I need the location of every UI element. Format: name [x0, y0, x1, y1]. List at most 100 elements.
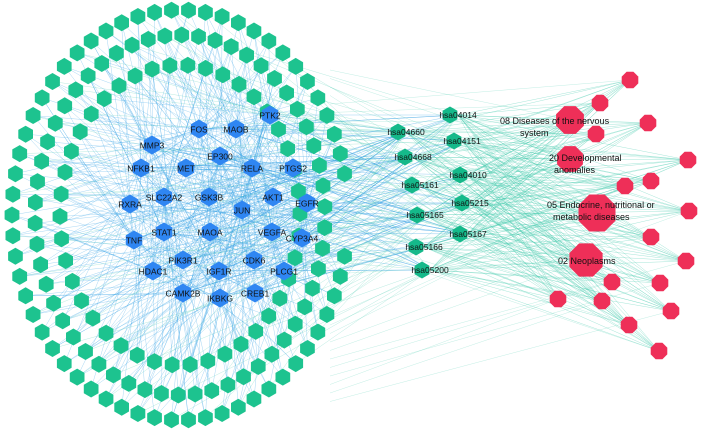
compound-pathway-edge — [271, 140, 463, 355]
pathway-disease-edge — [457, 102, 601, 116]
compound-target-edge — [198, 96, 255, 130]
target-pathway-edge — [253, 202, 471, 261]
target-label-met: MET — [177, 164, 195, 174]
target-pathway-edge — [269, 114, 407, 133]
pathway-disease-edge — [419, 184, 587, 261]
compound-target-edge — [163, 231, 206, 418]
compound-target-edge — [71, 128, 200, 152]
compound-pathway-edge — [295, 114, 459, 325]
compound-target-edge — [77, 52, 271, 116]
target-node-ikbkg — [211, 288, 229, 308]
target-pathway-edge — [208, 156, 414, 198]
compound-node — [140, 30, 156, 48]
compound-target-edge — [32, 167, 294, 315]
compound-node — [182, 356, 198, 373]
disease-node — [662, 302, 680, 320]
compound-target-edge — [33, 115, 294, 169]
compound-target-edge — [15, 114, 271, 174]
pathway-disease-edge — [424, 185, 626, 216]
pathway-disease-edge — [429, 269, 661, 284]
pathway-disease-edge — [467, 210, 690, 235]
pathway-disease-edge — [419, 184, 652, 238]
target-label-tnf: TNF — [126, 236, 143, 246]
target-pathway-edge — [185, 114, 459, 169]
compound-node — [288, 57, 304, 75]
compound-target-edge — [47, 141, 221, 157]
pathway-disease-edge — [457, 114, 630, 326]
compound-target-edge — [105, 30, 131, 205]
compound-target-edge — [219, 65, 262, 157]
compound-target-edge — [137, 196, 274, 414]
pathway-disease-edge — [467, 174, 559, 300]
compound-node — [271, 120, 286, 138]
pathway-disease-edge — [412, 156, 571, 160]
pathway-disease-edge — [429, 210, 690, 271]
pathway-disease-edge — [419, 184, 603, 302]
compound-node — [207, 31, 223, 49]
compound-node — [12, 267, 28, 285]
compound-target-edge — [59, 202, 308, 217]
pathway-label-hsa05161: hsa05161 — [401, 180, 439, 190]
pathway-disease-edge — [423, 246, 687, 262]
compound-target-edge — [161, 292, 184, 394]
compound-target-edge — [131, 44, 273, 233]
pathway-disease-edge — [329, 122, 649, 300]
compound-pathway-edge — [19, 140, 463, 154]
pathway-disease-edge — [405, 131, 603, 302]
target-pathway-edge — [241, 209, 469, 235]
pathway-disease-edge — [467, 233, 652, 238]
compound-target-edge — [92, 167, 294, 319]
compound-pathway-edge — [322, 233, 469, 249]
pathway-disease-edge — [467, 233, 661, 284]
pathway-disease-edge — [457, 79, 631, 116]
pathway-disease-edge — [424, 214, 687, 262]
compound-target-edge — [164, 35, 184, 294]
pathway-disease-edge — [329, 310, 672, 402]
compound-node — [144, 60, 160, 78]
compound-target-edge — [76, 52, 165, 233]
compound-target-edge — [85, 196, 274, 352]
compound-node — [291, 182, 306, 200]
pathway-disease-edge — [429, 180, 652, 271]
compound-target-edge — [134, 75, 253, 169]
compound-node — [198, 59, 213, 77]
compound-node — [34, 89, 50, 107]
pathway-disease-edge — [467, 119, 571, 235]
compound-target-edge — [133, 239, 256, 332]
disease-node — [587, 125, 605, 143]
target-label-camk2b: CAMK2B — [166, 289, 201, 299]
target-label-pik3r1: PIK3R1 — [168, 256, 198, 266]
compound-target-edge — [136, 270, 154, 356]
disease-node-05-endocrine-nutritional-or-metabolic-diseases — [578, 194, 616, 232]
pathway-disease-edge — [423, 210, 690, 248]
pathway-disease-edge — [405, 131, 587, 261]
compound-node — [38, 275, 54, 293]
pathway-disease-edge — [457, 114, 598, 214]
pathway-disease-edge — [329, 79, 631, 105]
pathway-disease-edge — [419, 184, 690, 212]
disease-node-02-neoplasms — [569, 243, 603, 277]
compound-pathway-edge — [12, 235, 431, 271]
disease-node — [603, 273, 621, 291]
compound-target-edge — [151, 144, 270, 390]
compound-node — [54, 230, 69, 248]
compound-target-edge — [251, 78, 275, 169]
compound-target-edge — [121, 22, 237, 130]
pathway-disease-edge — [467, 174, 598, 214]
compound-target-edge — [151, 68, 285, 272]
pathway-disease-edge — [467, 159, 689, 235]
compound-node — [327, 287, 342, 305]
pathway-disease-edge — [457, 114, 626, 187]
compound-target-edge — [62, 259, 184, 322]
pathway-node-hsa05200 — [414, 261, 430, 279]
compound-target-edge — [254, 235, 299, 294]
pathway-disease-edge — [423, 159, 689, 248]
pathway-disease-edge — [457, 114, 559, 300]
target-node-fos — [190, 119, 208, 139]
pathway-disease-edge — [329, 120, 649, 124]
compound-node — [315, 239, 330, 257]
pathway-disease-edge — [469, 202, 559, 300]
compound-target-edge — [105, 237, 303, 334]
disease-node-08-diseases-of-the-nervous-system — [556, 106, 584, 134]
compound-node — [300, 73, 315, 90]
